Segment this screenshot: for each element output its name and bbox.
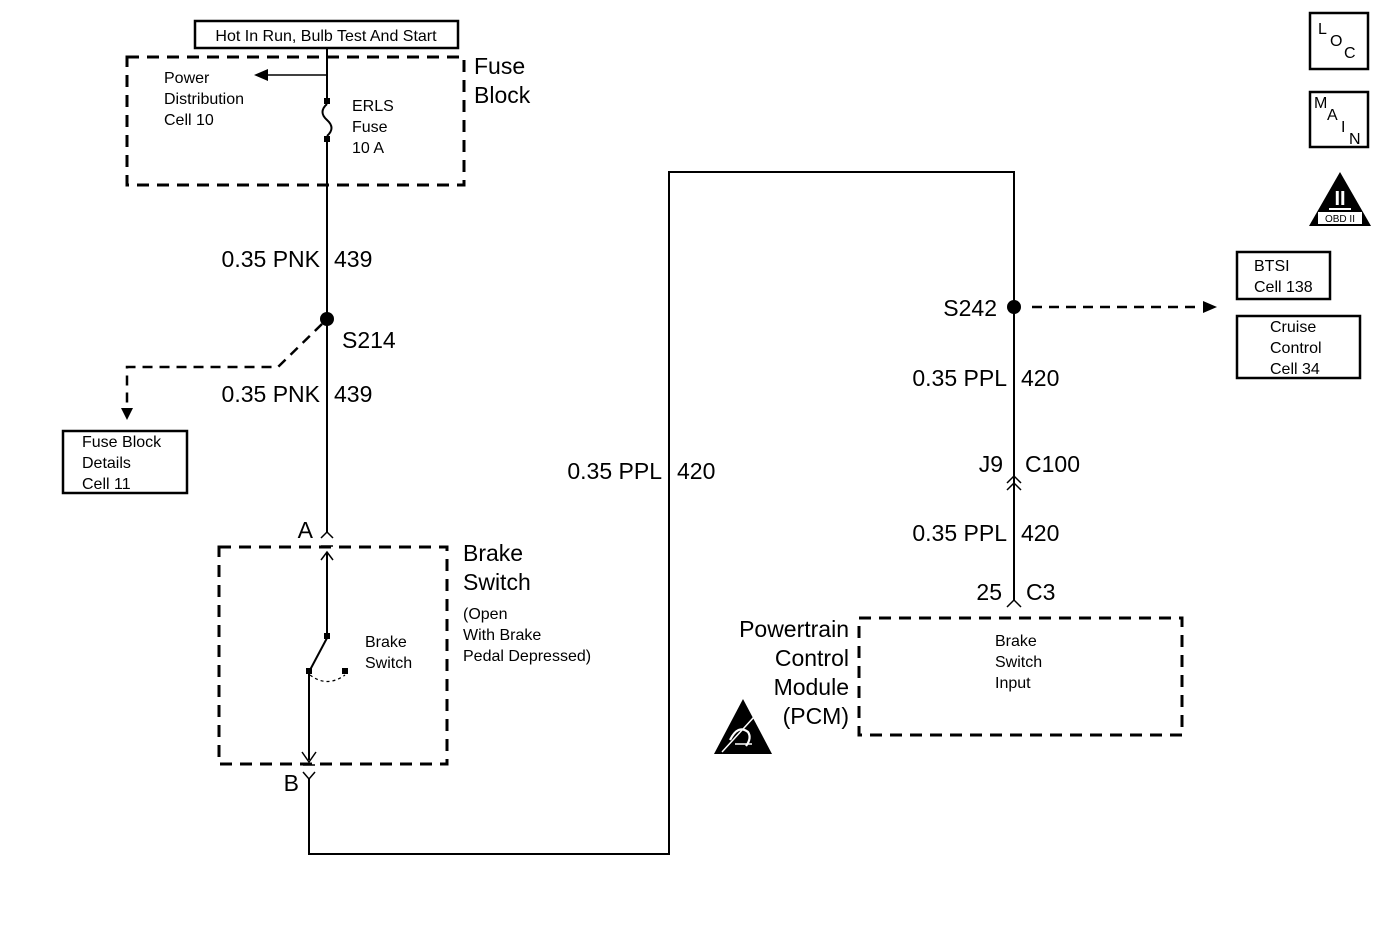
main-icon-letter-1: M — [1314, 95, 1327, 112]
power-distribution-3: Cell 10 — [164, 112, 214, 129]
connector-c3-label: C3 — [1026, 579, 1055, 605]
pcm-title-3: Module — [774, 674, 849, 700]
brake-switch-inner-1: Brake — [365, 634, 407, 651]
brake-switch-title-1: Brake — [463, 540, 523, 566]
wire-420-circuit-upper: 420 — [1021, 365, 1059, 391]
wire-439-gauge-top: 0.35 PNK — [222, 246, 321, 272]
wire-420-loop — [308, 171, 1015, 855]
pcm-title-1: Powertrain — [739, 616, 849, 642]
main-icon-letter-2: A — [1327, 107, 1338, 124]
pin-a-label: A — [298, 517, 314, 543]
hot-in-run-box: Hot In Run, Bulb Test And Start — [193, 19, 460, 50]
splice-s242 — [1007, 300, 1021, 314]
switch-contact — [309, 637, 328, 671]
connector-c100-label: C100 — [1025, 451, 1080, 477]
fuse-block-title-1: Fuse — [474, 53, 525, 79]
wire-420-circuit-mid: 420 — [677, 458, 715, 484]
fuse-details-2: Details — [82, 455, 131, 472]
splice-s242-label: S242 — [943, 295, 997, 321]
splice-s214-label: S214 — [342, 327, 396, 353]
power-distribution-2: Distribution — [164, 91, 244, 108]
pin-25-label: 25 — [976, 579, 1002, 605]
brake-switch-inner-2: Switch — [365, 655, 412, 672]
fuse-details-1: Fuse Block — [82, 434, 162, 451]
main-icon-letter-3: I — [1341, 119, 1345, 136]
fuse-label-1: ERLS — [352, 98, 394, 115]
cruise-line-2: Control — [1270, 340, 1322, 357]
brake-switch-note-2: With Brake — [463, 627, 541, 644]
wire-420-gauge-lower: 0.35 PPL — [912, 520, 1007, 546]
pcm-title-2: Control — [775, 645, 849, 671]
fuse-symbol — [321, 103, 333, 137]
connector-j9-label: J9 — [979, 451, 1003, 477]
loc-icon[interactable]: L O C — [1308, 11, 1370, 71]
btsi-box: BTSI Cell 138 — [1235, 250, 1332, 301]
wire-420-gauge-mid: 0.35 PPL — [567, 458, 662, 484]
obd-icon-label: OBD II — [1325, 214, 1355, 225]
main-icon[interactable]: M A I N — [1308, 90, 1370, 149]
fuse-details-3: Cell 11 — [82, 476, 131, 493]
cruise-line-3: Cell 34 — [1270, 361, 1320, 378]
splice-s214 — [320, 312, 334, 326]
fuse-block-details-box: Fuse Block Details Cell 11 — [61, 429, 189, 495]
btsi-line-2: Cell 138 — [1254, 279, 1313, 296]
loc-icon-letter-2: O — [1330, 33, 1342, 50]
hot-in-run-label: Hot In Run, Bulb Test And Start — [215, 28, 437, 45]
cruise-line-1: Cruise — [1270, 319, 1316, 336]
wire-420-gauge-upper: 0.35 PPL — [912, 365, 1007, 391]
power-distribution-1: Power — [164, 70, 210, 87]
loc-icon-letter-1: L — [1318, 21, 1327, 38]
pcm-component: Powertrain Control Module (PCM) Brake Sw… — [739, 616, 1184, 737]
brake-switch-note-3: Pedal Depressed) — [463, 648, 591, 665]
wire-439-circuit-top: 439 — [334, 246, 372, 272]
obd-icon-numeral: II — [1334, 188, 1345, 210]
pin-b-label: B — [284, 770, 299, 796]
fuse-label-2: Fuse — [352, 119, 388, 136]
wire-420-circuit-lower: 420 — [1021, 520, 1059, 546]
brake-switch-component: A Brake Switch (Open With Brake Pedal De… — [217, 517, 591, 796]
loc-icon-letter-3: C — [1344, 45, 1356, 62]
pcm-title-4: (PCM) — [783, 703, 849, 729]
fuse-block: Fuse Block Power Distribution Cell 10 ER… — [125, 48, 531, 187]
pcm-inner-3: Input — [995, 675, 1031, 692]
obd-ii-icon[interactable]: II OBD II — [1309, 172, 1371, 226]
cruise-control-box: Cruise Control Cell 34 — [1235, 314, 1362, 380]
esd-warning-icon — [714, 699, 772, 754]
main-icon-letter-4: N — [1349, 131, 1361, 148]
fuse-label-3: 10 A — [352, 140, 384, 157]
pcm-inner-1: Brake — [995, 633, 1037, 650]
wire-439-circuit-bottom: 439 — [334, 381, 372, 407]
wire-439-gauge-bottom: 0.35 PNK — [222, 381, 321, 407]
brake-switch-title-2: Switch — [463, 569, 531, 595]
pcm-inner-2: Switch — [995, 654, 1042, 671]
brake-switch-note-1: (Open — [463, 606, 507, 623]
fuse-block-title-2: Block — [474, 82, 531, 108]
btsi-line-1: BTSI — [1254, 258, 1290, 275]
